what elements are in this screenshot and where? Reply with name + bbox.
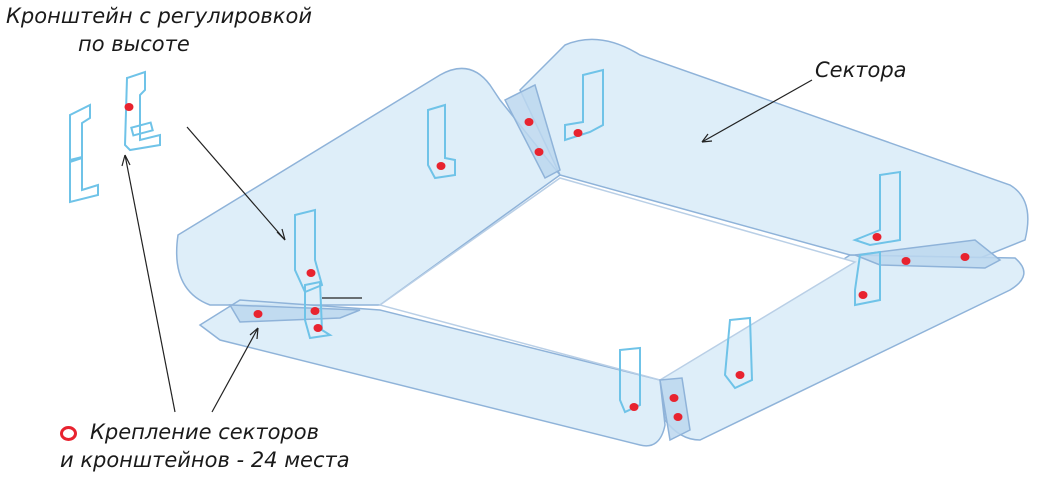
fastener-dot-icon [901, 257, 911, 265]
fastener-dot-icon [310, 307, 320, 315]
bracket-title-line-1: Кронштейн с регулировкой [6, 4, 312, 28]
fastener-dot-icon [735, 371, 745, 379]
bracket-icon [69, 103, 91, 164]
fastener-dot-icon [534, 148, 544, 156]
fastener-dot-icon [524, 118, 534, 126]
bracket-icon [304, 280, 333, 340]
leader-bracket [186, 126, 286, 241]
leader-sectors [701, 79, 813, 143]
fastener-dot-icon [124, 103, 134, 111]
fastener-dot-icon [253, 310, 263, 318]
fastener-dot-icon [858, 291, 868, 299]
corner-plate-top [503, 83, 561, 180]
sectors-label: Сектора [815, 58, 907, 82]
sector-top-left [175, 67, 562, 306]
bracket-icon [123, 70, 161, 152]
corner-plate-bottom [659, 377, 691, 442]
sector-panels [175, 38, 1029, 447]
fastener-dot-icon [629, 403, 639, 411]
fastener-dot-icon [313, 324, 323, 332]
legend-fastener-icon [60, 426, 77, 441]
fastener-dot-icon [960, 253, 970, 261]
legend-line-2: и кронштейнов - 24 места [60, 448, 350, 472]
fastener-dot-icon [573, 129, 583, 137]
bracket-icon [69, 155, 99, 204]
bracket-icon [427, 103, 456, 180]
bracket-icon [854, 250, 881, 307]
leader-fastener-left-1 [124, 154, 176, 413]
fastener-dot-icon [669, 394, 679, 402]
bracket-icon [294, 208, 324, 294]
bracket-title-line-2: по высоте [78, 32, 190, 56]
leader-lines [121, 79, 813, 413]
bracket-icon [723, 316, 754, 390]
fasteners [124, 103, 970, 421]
legend-line-1: Крепление секторов [90, 420, 319, 444]
leader-fastener-left-2 [211, 327, 259, 413]
corner-plate-right [854, 239, 1002, 269]
fastener-dot-icon [436, 162, 446, 170]
fastener-dot-icon [872, 233, 882, 241]
fastener-dot-icon [673, 413, 683, 421]
bracket-icon [852, 170, 901, 247]
fastener-dot-icon [306, 269, 316, 277]
